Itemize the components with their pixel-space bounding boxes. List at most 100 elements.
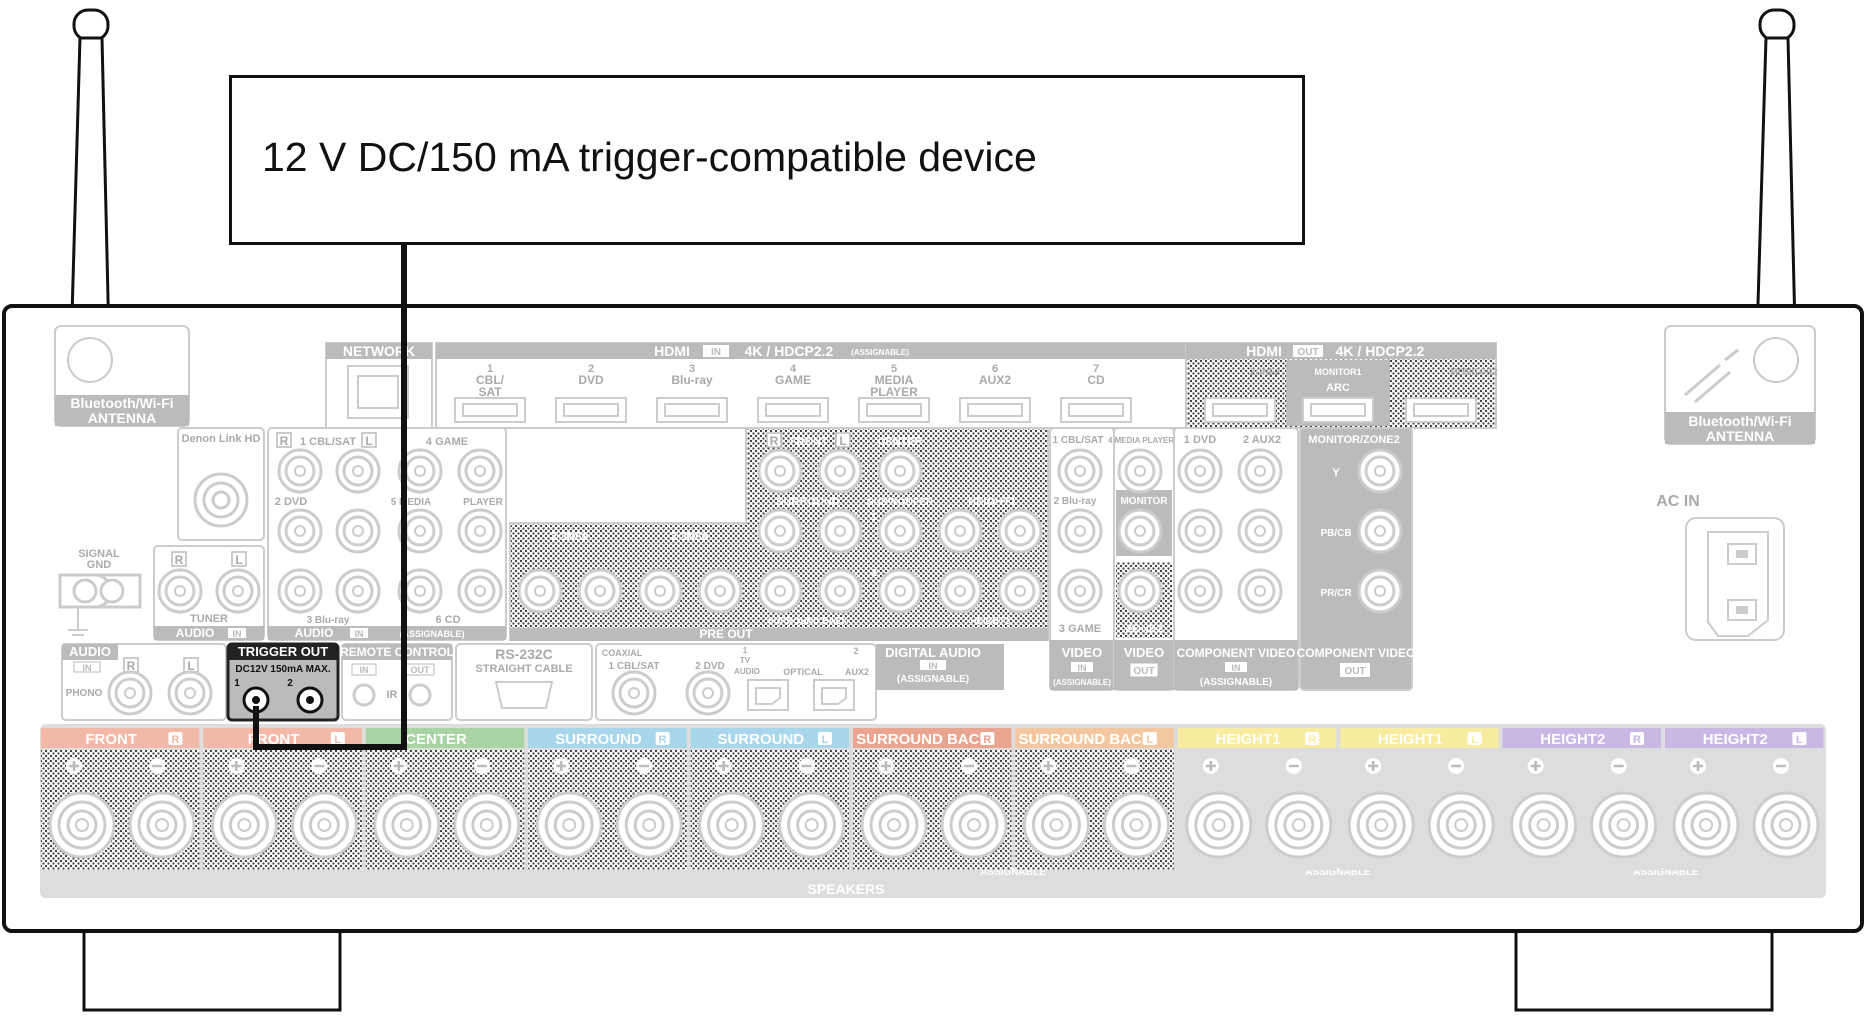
rca-jack[interactable] [611, 670, 657, 716]
network-port[interactable]: NETWORK [325, 342, 433, 429]
speaker-post-negative[interactable] [615, 791, 683, 859]
rca-jack[interactable] [1057, 448, 1103, 494]
rca-jack[interactable] [397, 448, 443, 494]
hdmi-out-monitor2-port[interactable] [1405, 397, 1477, 423]
rca-jack[interactable] [215, 568, 261, 614]
rca-jack[interactable] [107, 670, 153, 716]
rca-jack[interactable] [577, 568, 623, 614]
speaker-post-positive[interactable] [1185, 791, 1253, 859]
speaker-post-negative[interactable] [778, 791, 846, 859]
rca-jack[interactable] [817, 568, 863, 614]
trigger-out[interactable]: TRIGGER OUT DC12V 150mA MAX. 1 2 [226, 642, 340, 722]
rca-jack[interactable] [335, 448, 381, 494]
rca-jack[interactable] [1177, 568, 1223, 614]
speaker-post-negative[interactable] [940, 791, 1008, 859]
rca-jack[interactable] [277, 568, 323, 614]
speaker-post-positive[interactable] [698, 791, 766, 859]
rca-jack[interactable] [937, 568, 983, 614]
rca-jack[interactable] [457, 508, 503, 554]
rca-jack[interactable] [277, 448, 323, 494]
rca-jack[interactable] [1177, 448, 1223, 494]
pre-out-zone2: ZONE2 [552, 531, 589, 543]
trigger-jack-2[interactable] [296, 686, 324, 714]
rca-jack[interactable] [1117, 508, 1163, 554]
rca-jack[interactable] [157, 568, 203, 614]
speaker-channel-name: SURROUND BACK [856, 731, 990, 748]
speaker-post-negative[interactable] [1102, 791, 1170, 859]
rca-jack[interactable] [1357, 448, 1403, 494]
rca-jack[interactable] [697, 568, 743, 614]
rca-jack[interactable] [1057, 568, 1103, 614]
speaker-post-negative[interactable] [1265, 791, 1333, 859]
rca-jack[interactable] [877, 508, 923, 554]
rca-jack[interactable] [817, 448, 863, 494]
speaker-header [41, 728, 200, 748]
rca-jack[interactable] [517, 568, 563, 614]
rca-jack[interactable] [757, 568, 803, 614]
speaker-post-positive[interactable] [210, 791, 278, 859]
speaker-post-positive[interactable] [860, 791, 928, 859]
rca-jack[interactable] [637, 568, 683, 614]
pre-out-label: PRE OUT [699, 627, 753, 641]
speaker-post-positive[interactable] [1022, 791, 1090, 859]
hdmi-in-port-name: Blu-ray [671, 373, 713, 387]
speaker-post-negative[interactable] [290, 791, 358, 859]
rca-jack[interactable] [1357, 568, 1403, 614]
digital-optical: OPTICAL [783, 667, 823, 677]
antenna-left-plate: Bluetooth/Wi-Fi ANTENNA [54, 325, 190, 427]
speaker-post-negative[interactable] [128, 791, 196, 859]
rca-jack[interactable] [937, 508, 983, 554]
speaker-post-negative[interactable] [1590, 791, 1658, 859]
rca-jack[interactable] [457, 568, 503, 614]
denon-link-port[interactable]: Denon Link HD [177, 427, 265, 541]
hdmi-out-monitor1-port[interactable] [1302, 397, 1374, 423]
rca-jack[interactable] [817, 508, 863, 554]
rca-jack[interactable] [1237, 508, 1283, 554]
speaker-post-positive[interactable] [1672, 791, 1740, 859]
speaker-post-positive[interactable] [48, 791, 116, 859]
rca-jack[interactable] [457, 448, 503, 494]
speaker-side-badge [168, 732, 183, 745]
rca-jack[interactable] [757, 508, 803, 554]
speaker-post-positive[interactable] [1510, 791, 1578, 859]
rca-jack[interactable] [397, 568, 443, 614]
speaker-post-negative[interactable] [1427, 791, 1495, 859]
rca-jack[interactable] [167, 670, 213, 716]
speaker-post-positive[interactable] [1347, 791, 1415, 859]
ac-inlet[interactable]: AC IN [1656, 493, 1785, 641]
speaker-header [1340, 728, 1499, 748]
speaker-post-positive[interactable] [373, 791, 441, 859]
rca-jack[interactable] [1117, 448, 1163, 494]
rca-jack[interactable] [397, 508, 443, 554]
rca-jack[interactable] [1237, 448, 1283, 494]
rca-jack[interactable] [757, 448, 803, 494]
rca-jack[interactable] [877, 448, 923, 494]
rca-jack[interactable] [997, 568, 1043, 614]
trigger-jack-1[interactable] [242, 686, 270, 714]
rca-jack[interactable] [997, 508, 1043, 554]
rs232c-port[interactable]: RS-232C STRAIGHT CABLE [455, 643, 593, 721]
speaker-post-positive[interactable] [535, 791, 603, 859]
rca-jack[interactable] [335, 568, 381, 614]
rca-jack[interactable] [1057, 508, 1103, 554]
hdmi-in-port-7[interactable]: 7CD [1060, 363, 1132, 423]
rca-jack[interactable] [877, 568, 923, 614]
rca-jack[interactable] [335, 508, 381, 554]
rca-jack[interactable] [1357, 508, 1403, 554]
speaker-terminals: SPEAKERS ASSIGNABLE ASSIGNABLE ASSIGNABL… [40, 724, 1826, 898]
rca-jack[interactable] [1177, 508, 1223, 554]
speaker-post-negative[interactable] [453, 791, 521, 859]
rca-jack[interactable] [1117, 568, 1163, 614]
speaker-post-negative[interactable] [1752, 791, 1820, 859]
rca-jack[interactable] [685, 670, 731, 716]
rca-jack[interactable] [277, 508, 323, 554]
hdmi-out-zone2-port[interactable] [1204, 397, 1276, 423]
rca-jack[interactable] [1237, 568, 1283, 614]
